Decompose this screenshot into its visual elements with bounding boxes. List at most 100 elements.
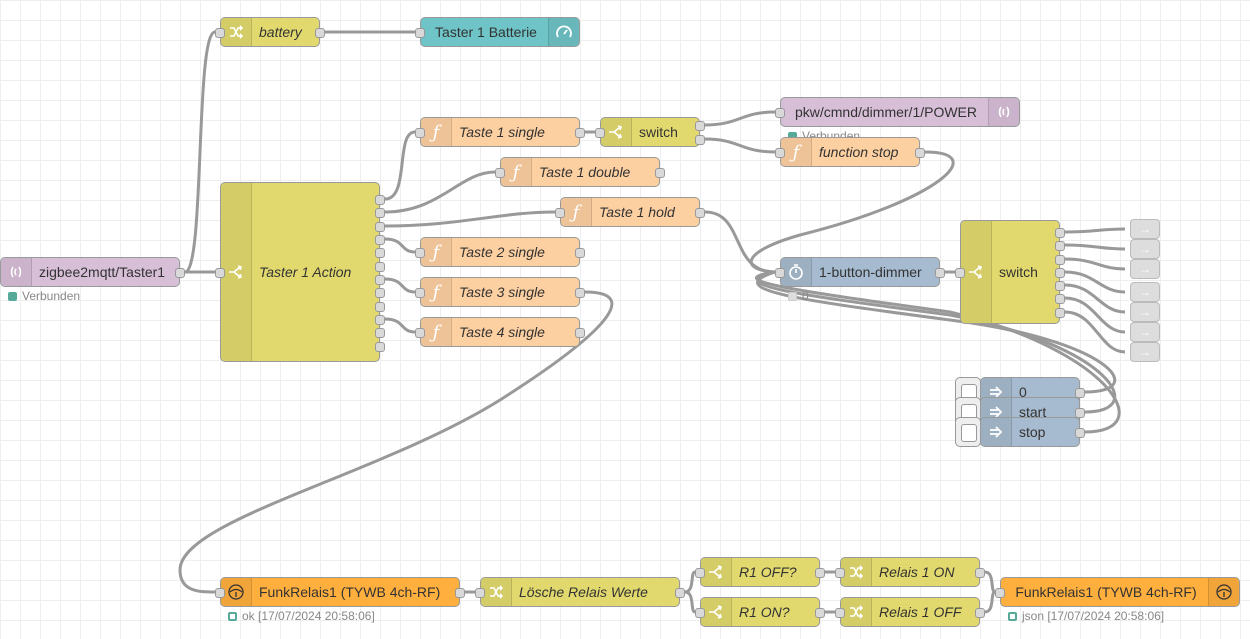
output-port[interactable] [1055, 228, 1065, 238]
output-port[interactable] [655, 168, 665, 178]
output-port[interactable] [935, 268, 945, 278]
output-port[interactable] [815, 568, 825, 578]
input-port[interactable] [555, 208, 565, 218]
function-node-t1-double[interactable]: ƒ Taste 1 double [495, 157, 665, 187]
node-label: FunkRelais1 (TYWB 4ch-RF) [259, 584, 441, 600]
output-port[interactable] [1055, 268, 1065, 278]
output-port[interactable] [315, 28, 325, 38]
function-node-stop[interactable]: ƒ function stop [775, 137, 925, 167]
link-out-icon[interactable]: → [1130, 259, 1160, 279]
input-port[interactable] [695, 568, 705, 578]
switch-node-r1-off[interactable]: R1 OFF? [695, 557, 825, 587]
mqtt-out-node[interactable]: pkw/cmnd/dimmer/1/POWER [775, 97, 1020, 127]
output-port[interactable] [1075, 428, 1085, 438]
input-port[interactable] [415, 248, 425, 258]
input-port[interactable] [995, 588, 1005, 598]
output-port[interactable] [1055, 281, 1065, 291]
tuya-in-node[interactable]: FunkRelais1 (TYWB 4ch-RF) [215, 577, 465, 607]
status-value: 0 [788, 289, 809, 303]
link-out-icon[interactable]: → [1130, 322, 1160, 342]
input-port[interactable] [695, 608, 705, 618]
link-out-icon[interactable]: → [1130, 342, 1160, 362]
output-port[interactable] [695, 208, 705, 218]
link-out-icon[interactable]: → [1130, 302, 1160, 322]
node-label: Lösche Relais Werte [519, 584, 648, 600]
input-port[interactable] [775, 268, 785, 278]
change-node-battery[interactable]: battery [215, 17, 325, 47]
output-port[interactable] [375, 302, 385, 312]
output-port[interactable] [575, 288, 585, 298]
output-port[interactable] [695, 121, 705, 131]
output-port[interactable] [1055, 255, 1065, 265]
input-port[interactable] [415, 288, 425, 298]
output-port[interactable] [915, 148, 925, 158]
input-port[interactable] [955, 268, 965, 278]
input-port[interactable] [415, 328, 425, 338]
input-port[interactable] [775, 108, 785, 118]
change-node-loesche[interactable]: Lösche Relais Werte [475, 577, 685, 607]
input-port[interactable] [475, 588, 485, 598]
output-port[interactable] [575, 128, 585, 138]
output-port[interactable] [975, 608, 985, 618]
output-port[interactable] [1055, 308, 1065, 318]
inject-node-stop[interactable]: stop [980, 417, 1085, 447]
node-label: Taste 1 single [459, 124, 545, 140]
output-port[interactable] [975, 568, 985, 578]
output-port[interactable] [375, 275, 385, 285]
output-port[interactable] [695, 135, 705, 145]
output-port[interactable] [375, 248, 385, 258]
output-port[interactable] [1075, 408, 1085, 418]
switch-node-action[interactable]: Taster 1 Action [215, 182, 385, 362]
switch-icon [701, 558, 732, 586]
input-port[interactable] [495, 168, 505, 178]
output-port[interactable] [375, 262, 385, 272]
inject-button[interactable] [955, 417, 981, 447]
input-port[interactable] [835, 568, 845, 578]
input-port[interactable] [835, 608, 845, 618]
input-port[interactable] [595, 128, 605, 138]
output-port[interactable] [375, 315, 385, 325]
input-port[interactable] [775, 148, 785, 158]
function-node-t1-hold[interactable]: ƒ Taste 1 hold [555, 197, 705, 227]
change-node-relais-on[interactable]: Relais 1 ON [835, 557, 985, 587]
output-port[interactable] [375, 288, 385, 298]
input-port[interactable] [215, 268, 225, 278]
output-port[interactable] [375, 342, 385, 352]
output-port[interactable] [175, 268, 185, 278]
tuya-out-node[interactable]: FunkRelais1 (TYWB 4ch-RF) [995, 577, 1240, 607]
output-port[interactable] [675, 588, 685, 598]
gauge-node[interactable]: Taster 1 Batterie [415, 17, 580, 47]
input-port[interactable] [215, 588, 225, 598]
function-node-t2-single[interactable]: ƒ Taste 2 single [415, 237, 585, 267]
mqtt-in-node[interactable]: zigbee2mqtt/Taster1 [0, 257, 185, 287]
output-port[interactable] [375, 222, 385, 232]
output-port[interactable] [455, 588, 465, 598]
output-port[interactable] [1055, 294, 1065, 304]
function-node-t4-single[interactable]: ƒ Taste 4 single [415, 317, 585, 347]
timer-icon [781, 258, 812, 286]
output-port[interactable] [375, 195, 385, 205]
link-out-icon[interactable]: → [1130, 282, 1160, 302]
link-out-icon[interactable]: → [1130, 219, 1160, 239]
output-port[interactable] [375, 235, 385, 245]
output-port[interactable] [815, 608, 825, 618]
input-port[interactable] [215, 28, 225, 38]
output-port[interactable] [575, 328, 585, 338]
change-node-relais-off[interactable]: Relais 1 OFF [835, 597, 985, 627]
input-port[interactable] [415, 128, 425, 138]
switch-node-2[interactable]: switch [955, 220, 1065, 324]
output-port[interactable] [1055, 241, 1065, 251]
output-port[interactable] [575, 248, 585, 258]
function-node-t1-single[interactable]: ƒ Taste 1 single [415, 117, 585, 147]
dimmer-node[interactable]: 1-button-dimmer [775, 257, 945, 287]
function-node-t3-single[interactable]: ƒ Taste 3 single [415, 277, 585, 307]
output-port[interactable] [375, 328, 385, 338]
output-port[interactable] [375, 208, 385, 218]
switch-node-1[interactable]: switch [595, 117, 705, 147]
output-port[interactable] [1075, 388, 1085, 398]
input-port[interactable] [415, 28, 425, 38]
bridge-icon [988, 98, 1019, 126]
switch-node-r1-on[interactable]: R1 ON? [695, 597, 825, 627]
link-out-icon[interactable]: → [1130, 239, 1160, 259]
